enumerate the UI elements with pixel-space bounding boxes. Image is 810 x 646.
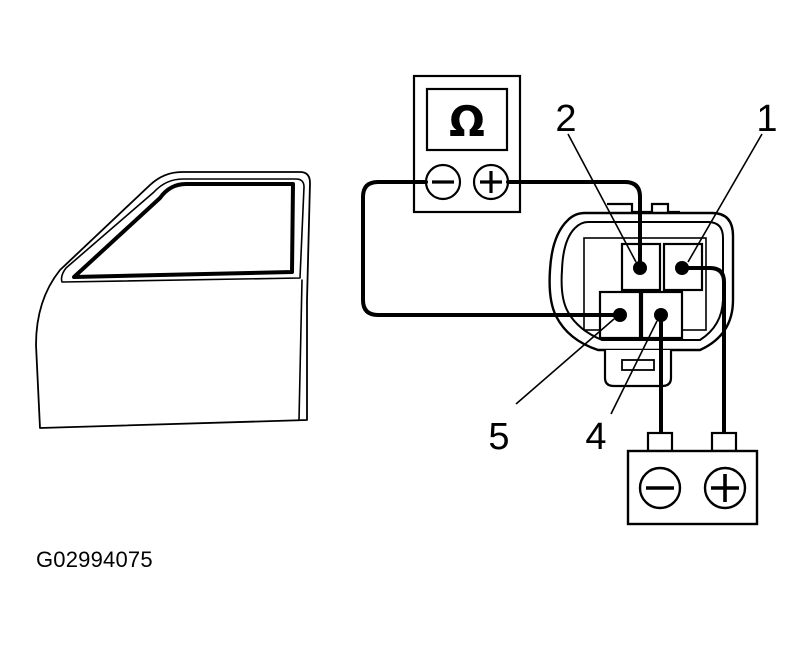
figure-id: G02994075 [36,547,153,572]
pin-5-contact [613,308,627,322]
ohmmeter-display [425,87,509,152]
pin-contacts [613,261,689,322]
leader-pin-2 [567,133,637,263]
pin-label-5: 5 [488,416,509,458]
door-outline [35,171,311,429]
pin-2-contact [633,261,647,275]
battery [626,431,759,526]
pin-label-1: 1 [756,98,777,140]
leader-pin-4 [610,320,658,415]
door-window-glass [72,182,295,279]
ohmmeter: Ω [412,74,522,214]
leader-pin-5 [515,318,615,405]
wire-meter-neg-to-pin5 [361,180,622,317]
battery-pos-post [710,431,738,453]
ohm-symbol: Ω [449,97,485,146]
pin-label-2: 2 [555,98,576,140]
pin-label-4: 4 [585,416,606,458]
wire-pin1-to-battery-pos [680,266,726,434]
leader-pin-1 [687,133,763,263]
battery-neg-post [646,431,674,453]
door-rear-edge [298,279,303,421]
leader-lines [515,133,763,415]
door-window-frame [60,178,305,283]
connector-bottom-latch [603,350,673,388]
wire-meter-pos-to-pin2 [506,180,642,270]
door-illustration [35,171,311,429]
connector-lock-tab [607,202,680,214]
pin-4-contact [654,308,668,322]
pin-1-contact [675,261,689,275]
wires [361,180,726,434]
